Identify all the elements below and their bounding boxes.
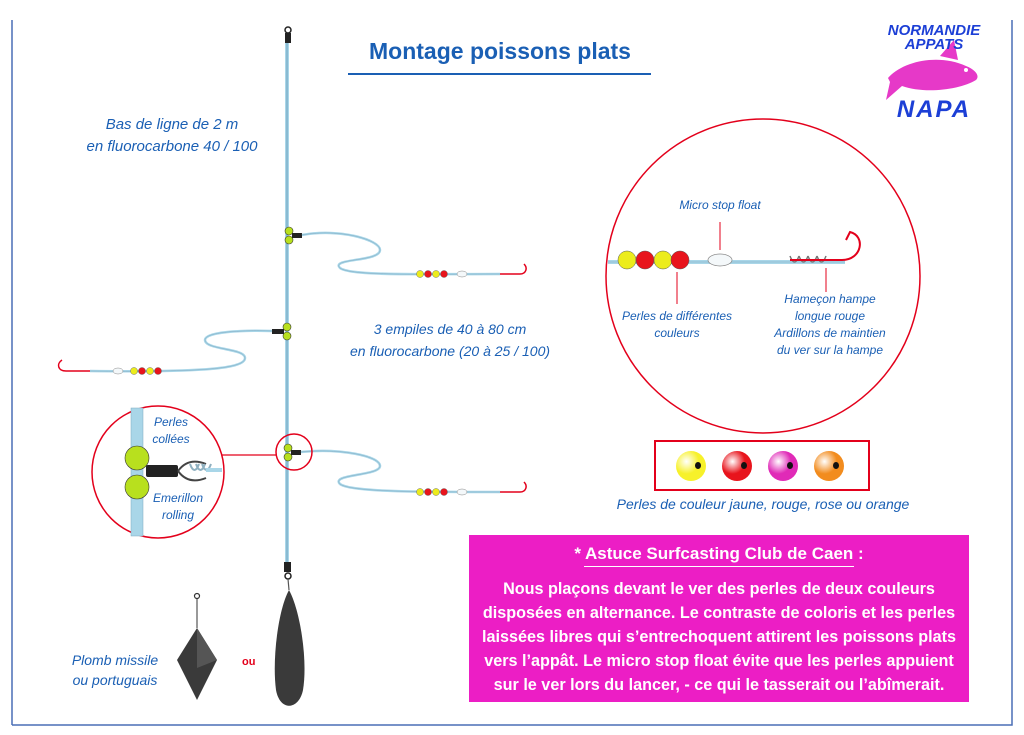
snood-left: [57, 322, 292, 375]
swivel-label-line2: rolling: [161, 508, 194, 522]
hook-detail-circle: [605, 118, 921, 434]
top-swivel-icon: [284, 26, 292, 43]
missile-sinker-icon: [177, 592, 217, 700]
hook-label-line2: longue rouge: [794, 309, 866, 323]
tip-title-underline: [584, 566, 854, 567]
title-underline: [348, 73, 651, 75]
micro-stop-label: Micro stop float: [679, 198, 761, 212]
snood-upper-right: [284, 226, 527, 278]
detail-highlight-circle: [275, 433, 313, 471]
glued-beads-label-line2: collées: [152, 432, 190, 446]
glued-beads-label-line1: Perles: [153, 415, 188, 429]
swivel-detail-circle: [91, 405, 225, 539]
leader-label-line1: Bas de ligne de 2 m: [105, 116, 239, 133]
tip-title: * Astuce Surfcasting Club de Caen :: [574, 544, 864, 563]
sinker-label-line1: Plomb missile: [71, 652, 159, 668]
snoods-label-line2: en fluorocarbone (20 à 25 / 100): [349, 343, 551, 359]
bead-swatch-orange: [814, 451, 844, 481]
beads-label-line1: Perles de différentes: [621, 309, 733, 323]
beads-label-line2: couleurs: [654, 326, 700, 340]
page-frame: [11, 20, 1013, 726]
fish-logo-icon: [886, 40, 978, 100]
sinker-label-line2: ou portuguais: [72, 672, 158, 688]
leader-label-line2: en fluorocarbone 40 / 100: [86, 138, 258, 155]
swivel-label-line1: Emerillon: [152, 491, 203, 505]
tip-line: vers l’appât. Le micro stop float évite …: [484, 652, 954, 670]
tip-line: sur le ver lors du lancer, - ce qui le t…: [493, 676, 945, 694]
bead-swatch-rouge: [722, 451, 752, 481]
napa-logo: NORMANDIE APPATS NAPA: [880, 20, 990, 123]
bead-swatch-jaune: [676, 451, 706, 481]
snoods-label-line1: 3 empiles de 40 à 80 cm: [373, 321, 527, 337]
tip-body: Nous plaçons devant le ver des perles de…: [477, 577, 961, 697]
hook-label-line1: Hameçon hampe: [784, 292, 876, 306]
tip-line: disposées en alternance. Le contraste de…: [482, 604, 956, 622]
bottom-swivel-icon: [284, 562, 292, 591]
tip-line: laissées libres qui s’entrechoquent atti…: [481, 628, 957, 646]
hook-label-line4: du ver sur la hampe: [776, 343, 884, 357]
logo-wordmark: NORMANDIE APPATS: [887, 22, 981, 53]
tip-box: * Astuce Surfcasting Club de Caen : Nous…: [469, 535, 969, 702]
tip-line: Nous plaçons devant le ver des perles de…: [503, 580, 935, 598]
bead-swatch-rose: [768, 451, 798, 481]
snood-lower-right: [283, 443, 527, 496]
pear-sinker-icon: [274, 590, 305, 706]
page-title: Montage poissons plats: [369, 38, 631, 64]
hook-label-line3: Ardillons de maintien: [774, 326, 886, 340]
logo-napa: NAPA: [896, 96, 972, 123]
or-label: ou: [242, 656, 256, 668]
bead-colors-caption: Perles de couleur jaune, rouge, rose ou …: [616, 496, 910, 512]
